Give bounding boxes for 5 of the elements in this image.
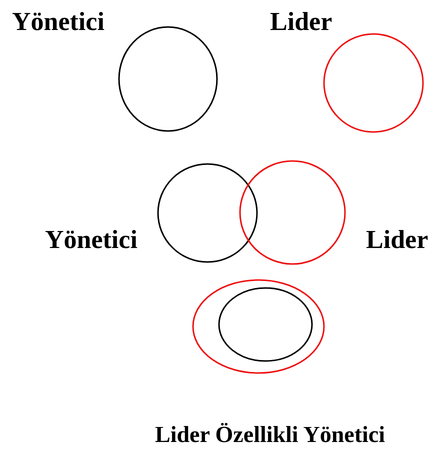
node-label: Lider — [270, 6, 332, 38]
node-label: Yönetici — [45, 224, 138, 256]
caption: Lider Özellikli Yönetici — [154, 421, 386, 449]
node-label: Lider — [366, 224, 428, 256]
node-label: Yönetici — [12, 6, 104, 38]
